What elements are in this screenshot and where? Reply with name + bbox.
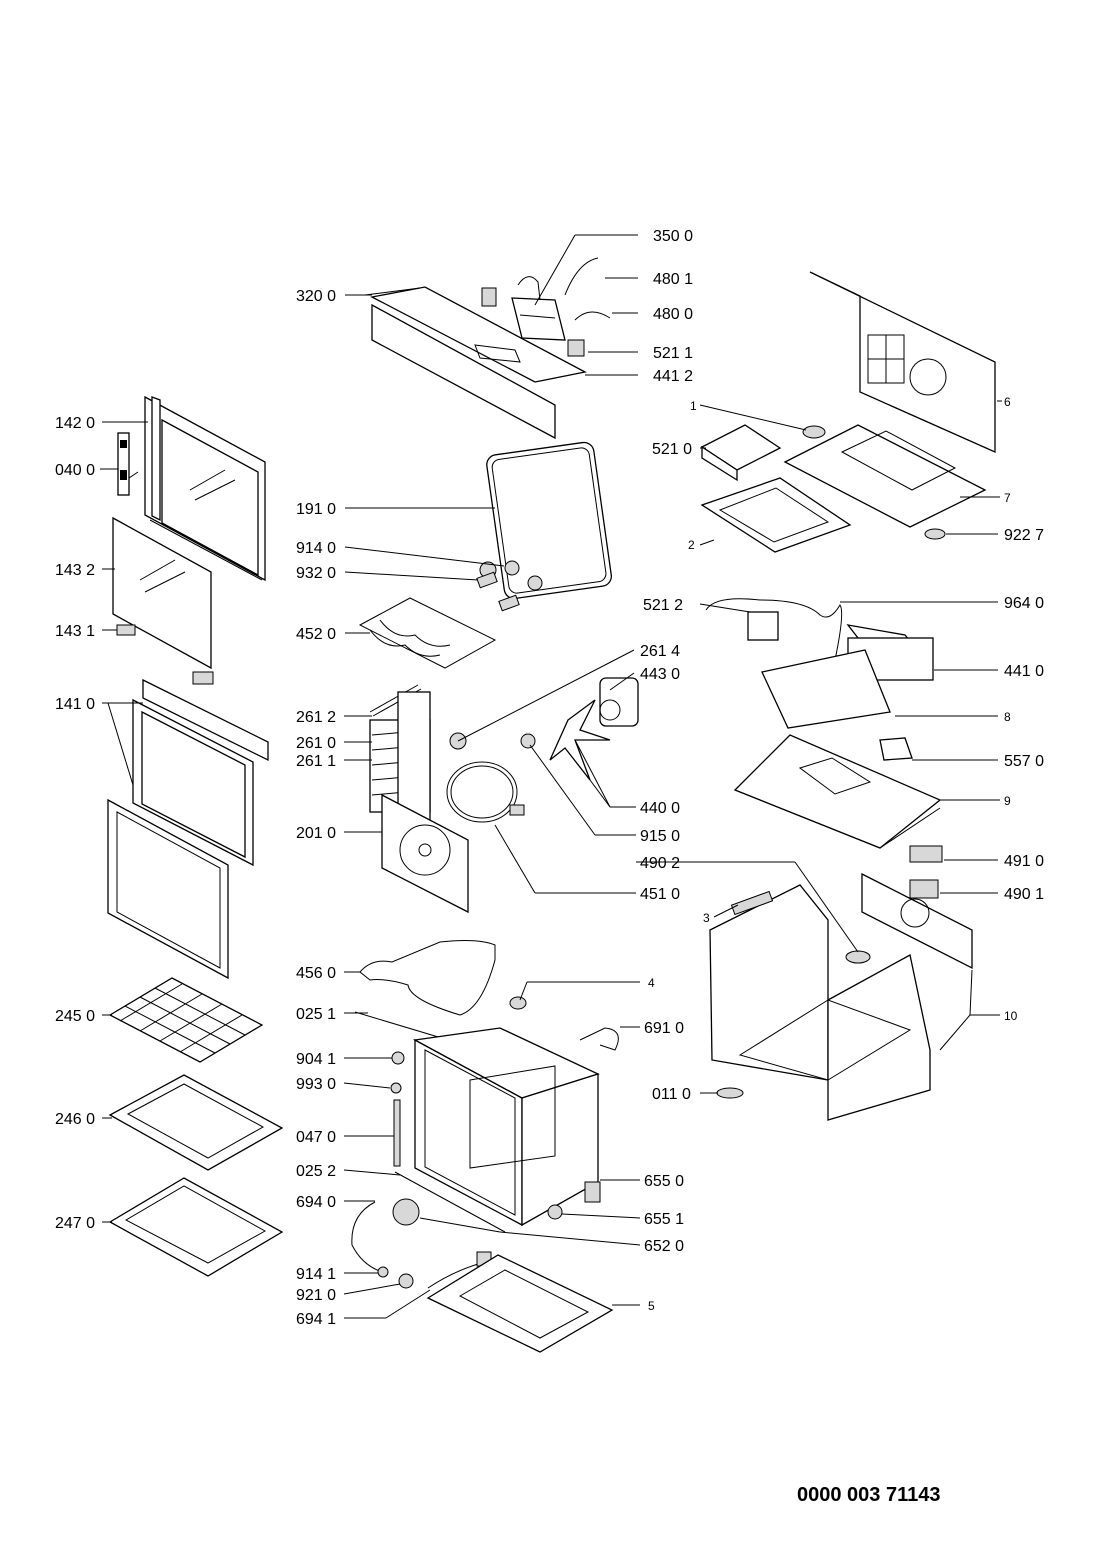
callout-9150: 915 0: [640, 828, 680, 845]
side-panel: [861, 845, 973, 970]
callout-8: 8: [1004, 710, 1011, 724]
leader-lines: [100, 234, 1002, 1319]
callout-2: 2: [688, 538, 695, 552]
bottom-plate: [733, 734, 942, 849]
callout-4901: 490 1: [1004, 886, 1044, 903]
callout-4910: 491 0: [1004, 853, 1044, 870]
callout-1910: 191 0: [296, 501, 336, 518]
callout-9041: 904 1: [296, 1051, 336, 1068]
callout-9140: 914 0: [296, 540, 336, 557]
top-cover: [783, 424, 987, 540]
callout-9320: 932 0: [296, 565, 336, 582]
callout-1431: 143 1: [55, 623, 95, 640]
outer-casing: [709, 884, 931, 1121]
fan-cover: [381, 793, 469, 914]
cooling-fan-assembly: [705, 598, 934, 761]
callout-0252: 025 2: [296, 1163, 336, 1180]
callout-6941: 694 1: [296, 1311, 336, 1328]
side-rails: [369, 684, 431, 825]
callout-2450: 245 0: [55, 1008, 95, 1025]
callout-4430: 443 0: [640, 666, 680, 683]
grill-heating-element: [358, 560, 543, 669]
callout-labels: 350 0 480 1 320 0 480 0 521 1 441 2 142 …: [55, 228, 1044, 1328]
oven-door-frame: [144, 395, 266, 582]
oven-cavity: [390, 1027, 600, 1233]
callout-4510: 451 0: [640, 886, 680, 903]
glass-clips: [116, 624, 214, 685]
electronic-board: [700, 424, 852, 553]
inner-glass-pane: [112, 516, 212, 670]
door-hinge: [117, 432, 139, 496]
callout-9: 9: [1004, 794, 1011, 808]
callout-4801: 480 1: [653, 271, 693, 288]
callout-2460: 246 0: [55, 1111, 95, 1128]
callout-9227: 922 7: [1004, 527, 1044, 544]
callout-1420: 142 0: [55, 415, 95, 432]
door-assembly: [107, 678, 269, 980]
callout-2470: 247 0: [55, 1215, 95, 1232]
callout-2612: 261 2: [296, 709, 336, 726]
circular-heating-element: [446, 761, 525, 823]
callout-9930: 993 0: [296, 1076, 336, 1093]
lower-heating-element: [354, 940, 496, 1046]
callout-2611: 261 1: [296, 753, 336, 770]
callout-1410: 141 0: [55, 696, 95, 713]
callout-2614: 261 4: [640, 643, 680, 660]
callout-6551: 655 1: [644, 1211, 684, 1228]
callout-3: 3: [703, 911, 710, 925]
callout-3200: 320 0: [296, 288, 336, 305]
thermostat-and-cable: [351, 1198, 492, 1289]
callout-4800: 480 0: [653, 306, 693, 323]
callout-6550: 655 0: [644, 1173, 684, 1190]
callout-6940: 694 0: [296, 1194, 336, 1211]
callout-6: 6: [1004, 395, 1011, 409]
control-panel: [370, 257, 611, 440]
back-panel: [809, 271, 996, 454]
callout-0251: 025 1: [296, 1006, 336, 1023]
callout-4560: 456 0: [296, 965, 336, 982]
wire-shelf: [108, 977, 264, 1063]
callout-4902: 490 2: [640, 855, 680, 872]
callout-9640: 964 0: [1004, 595, 1044, 612]
callout-0400: 040 0: [55, 462, 95, 479]
door-seal: [486, 441, 612, 600]
callout-10: 10: [1004, 1009, 1018, 1023]
lamp-parts: [509, 996, 619, 1220]
drawing-number: 0000 003 71143: [797, 1484, 941, 1506]
cavity-bottom: [426, 1254, 614, 1353]
callout-9141: 914 1: [296, 1266, 336, 1283]
callout-2610: 261 0: [296, 735, 336, 752]
callout-4412: 441 2: [653, 368, 693, 385]
callout-0470: 047 0: [296, 1129, 336, 1146]
callout-3500: 350 0: [653, 228, 693, 245]
baking-tray-shallow: [108, 1074, 284, 1171]
callout-5212: 521 2: [643, 597, 683, 614]
callout-0110: 011 0: [652, 1086, 691, 1103]
callout-5570: 557 0: [1004, 753, 1044, 770]
callout-6910: 691 0: [644, 1020, 684, 1037]
callout-9210: 921 0: [296, 1287, 336, 1304]
callout-7: 7: [1004, 491, 1011, 505]
callout-5211: 521 1: [653, 345, 693, 362]
callout-5: 5: [648, 1299, 655, 1313]
callout-6520: 652 0: [644, 1238, 684, 1255]
callout-5210: 521 0: [652, 441, 692, 458]
baking-tray-deep: [108, 1177, 284, 1277]
callout-4: 4: [648, 976, 655, 990]
callout-4400: 440 0: [640, 800, 680, 817]
callout-1: 1: [690, 399, 697, 413]
callout-4520: 452 0: [296, 626, 336, 643]
callout-1432: 143 2: [55, 562, 95, 579]
callout-4410: 441 0: [1004, 663, 1044, 680]
callout-2010: 201 0: [296, 825, 336, 842]
